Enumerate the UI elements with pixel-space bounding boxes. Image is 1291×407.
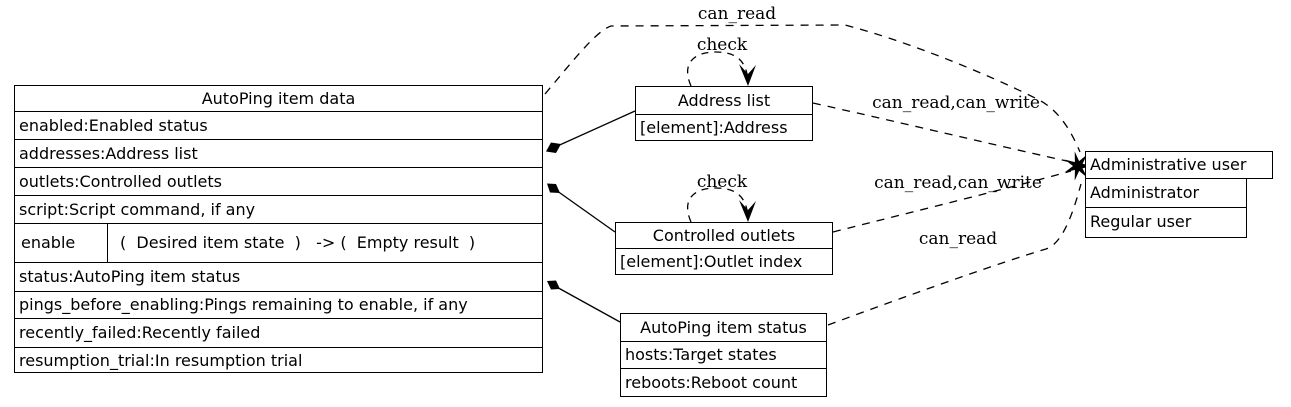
label-address-can-read-write: can_read,can_write xyxy=(872,93,1040,113)
field-outlets: outlets:Controlled outlets xyxy=(15,167,542,195)
edge-aggregation-status xyxy=(552,284,621,323)
field-recently-failed: recently_failed:Recently failed xyxy=(15,318,542,347)
field-addresses: addresses:Address list xyxy=(15,139,542,167)
admin-user-body: Administrator Regular user xyxy=(1085,179,1247,238)
label-address-check: check xyxy=(696,35,748,55)
status-reboots-field: reboots:Reboot count xyxy=(621,368,826,396)
autoping-item-status-title: AutoPing item status xyxy=(640,317,807,337)
method-enable-row: enable ( Desired item state ) -> ( Empty… xyxy=(15,223,542,262)
field-script: script:Script command, if any xyxy=(15,195,542,223)
label-outlets-check: check xyxy=(696,172,748,192)
edge-address-can-read-write xyxy=(812,102,1072,163)
field-enabled: enabled:Enabled status xyxy=(15,111,542,139)
label-status-can-read: can_read xyxy=(918,229,998,249)
field-pings-before-enabling: pings_before_enabling:Pings remaining to… xyxy=(15,291,542,318)
field-resumption-trial: resumption_trial:In resumption trial xyxy=(15,347,542,374)
admin-user-administrator-row: Administrator xyxy=(1090,183,1200,203)
edge-aggregation-outlets xyxy=(552,187,616,233)
address-check-arrowhead-icon xyxy=(739,64,756,86)
edge-address-check-loop xyxy=(686,51,748,87)
controlled-outlets-element-field: [element]:Outlet index xyxy=(616,248,832,274)
autoping-item-data-node: AutoPing item data enabled:Enabled statu… xyxy=(14,85,543,373)
method-enable-signature: ( Desired item state ) -> ( Empty result… xyxy=(120,233,476,253)
outlets-check-arrowhead-icon xyxy=(739,200,756,222)
label-top-can-read: can_read xyxy=(697,4,777,24)
edge-outlets-check-loop xyxy=(686,187,748,223)
admin-user-header: Administrative user xyxy=(1085,151,1273,179)
label-outlets-can-read-write: can_read,can_write xyxy=(874,173,1042,193)
edge-outlets-can-read-write xyxy=(832,170,1072,233)
status-hosts-field: hosts:Target states xyxy=(621,341,826,368)
method-enable-name: enable xyxy=(15,224,108,262)
aggregation-diamond-status-icon xyxy=(547,280,560,290)
edge-top-can-read xyxy=(544,24,1081,153)
controlled-outlets-title: Controlled outlets xyxy=(652,225,796,245)
field-status: status:AutoPing item status xyxy=(15,262,542,291)
admin-user-title: Administrative user xyxy=(1090,155,1247,175)
arrowhead-starburst-icon xyxy=(1064,151,1093,181)
admin-user-regular-row: Regular user xyxy=(1086,207,1246,236)
address-list-element-field: [element]:Address xyxy=(636,114,812,140)
autoping-item-status-node: AutoPing item status hosts:Target states… xyxy=(620,313,827,397)
controlled-outlets-node: Controlled outlets [element]:Outlet inde… xyxy=(615,222,833,275)
autoping-item-data-title: AutoPing item data xyxy=(201,88,356,108)
address-list-node: Address list [element]:Address xyxy=(635,86,813,141)
address-list-title: Address list xyxy=(677,90,771,110)
aggregation-diamond-addresses-icon xyxy=(546,142,561,153)
aggregation-diamond-outlets-icon xyxy=(547,183,560,193)
edge-aggregation-addresses xyxy=(552,110,636,149)
edge-status-can-read xyxy=(827,183,1082,326)
